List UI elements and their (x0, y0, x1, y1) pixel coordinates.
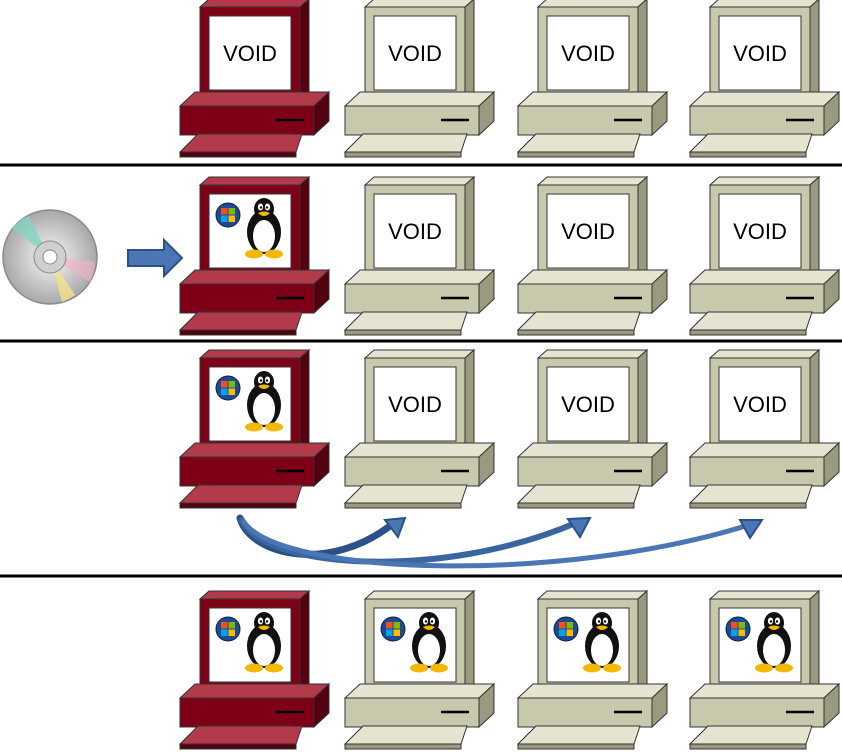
keyboard (178, 484, 303, 504)
keyboard (343, 133, 468, 153)
windows-logo-icon (215, 375, 241, 401)
monitor-screen (546, 366, 630, 442)
screen-label: VOID (561, 41, 615, 66)
keyboard (688, 311, 813, 331)
tux-penguin-icon (245, 371, 283, 432)
monitor-screen (546, 15, 630, 91)
clone-arrow-to-pc4 (241, 519, 755, 569)
keyboard (178, 311, 303, 331)
keyboard (516, 311, 641, 331)
windows-logo-icon (215, 616, 241, 642)
master-computer (178, 348, 331, 509)
screen-label: VOID (561, 392, 615, 417)
windows-logo-icon (215, 202, 241, 228)
clone-computer (688, 589, 841, 750)
keyboard (516, 484, 641, 504)
clone-arrows (236, 514, 764, 569)
keyboard (516, 133, 641, 153)
clone-computer: VOID (516, 348, 669, 509)
tux-penguin-icon (245, 198, 283, 259)
clone-computer (516, 589, 669, 750)
install-arrow-icon (127, 237, 184, 279)
monitor-screen (718, 193, 802, 269)
keyboard (343, 725, 468, 745)
clone-computer: VOID (688, 175, 841, 336)
screen-label: VOID (223, 41, 277, 66)
keyboard (178, 133, 303, 153)
clone-computer: VOID (688, 0, 841, 158)
monitor-screen (373, 193, 457, 269)
monitor-screen (718, 15, 802, 91)
windows-logo-icon (725, 616, 751, 642)
tux-penguin-icon (755, 612, 793, 673)
screen-label: VOID (388, 41, 442, 66)
clone-computer: VOID (343, 0, 496, 158)
monitor-screen (373, 15, 457, 91)
master-computer (178, 175, 331, 336)
clone-computer: VOID (343, 175, 496, 336)
screen-label: VOID (733, 392, 787, 417)
clone-computer: VOID (343, 348, 496, 509)
screen-label: VOID (561, 219, 615, 244)
screen-label: VOID (388, 219, 442, 244)
keyboard (688, 133, 813, 153)
monitor-screen (718, 366, 802, 442)
cd-disc-icon (2, 209, 98, 305)
tux-penguin-icon (583, 612, 621, 673)
keyboard (343, 484, 468, 504)
tux-penguin-icon (245, 612, 283, 673)
screen-label: VOID (388, 392, 442, 417)
master-computer (178, 589, 331, 750)
monitor-screen (208, 15, 292, 91)
keyboard (178, 725, 303, 745)
windows-logo-icon (380, 616, 406, 642)
keyboard (688, 725, 813, 745)
monitor-screen (546, 193, 630, 269)
screen-label: VOID (733, 41, 787, 66)
keyboard (688, 484, 813, 504)
keyboard (343, 311, 468, 331)
clone-computer (343, 589, 496, 750)
tux-penguin-icon (410, 612, 448, 673)
clone-computer: VOID (688, 348, 841, 509)
computer-grid: VOID VOID VOID VOID VOID VOID VOID VOID VOID VOID (178, 0, 841, 750)
monitor-screen (373, 366, 457, 442)
screen-label: VOID (733, 219, 787, 244)
keyboard (516, 725, 641, 745)
clone-computer: VOID (516, 175, 669, 336)
windows-logo-icon (553, 616, 579, 642)
master-computer: VOID (178, 0, 331, 158)
clone-computer: VOID (516, 0, 669, 158)
